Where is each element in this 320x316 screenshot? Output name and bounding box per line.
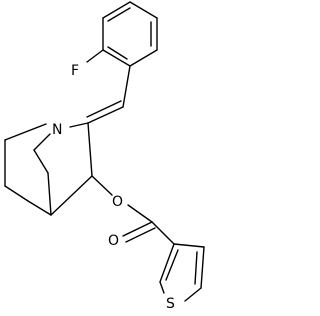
aromatic-inner-bond [194,251,198,285]
c-c-bond [151,221,175,245]
c-f-bond [86,49,104,63]
bond [69,122,89,128]
c-o-bond [91,175,113,196]
bond [86,100,122,118]
fluorine-atom-label: F [71,63,79,79]
bond [27,200,52,216]
bond [87,122,93,177]
bond [129,1,158,19]
o-c-bond [127,204,153,223]
bond [159,281,165,294]
fluorophenyl-ring [102,1,158,67]
bond [184,287,202,302]
structural-formula: F N O O S [4,1,205,312]
sulfur-atom-label: S [166,296,175,312]
carbonyl-oxygen-atom-label: O [108,233,119,249]
benzylidene-double-bond [86,65,131,124]
bond [4,185,29,202]
bond [47,172,52,216]
bond [4,123,47,141]
bond [200,246,205,289]
bond [122,65,131,108]
bond [87,106,124,124]
carbonyl-double-bond [122,221,153,237]
aromatic-inner-bond [107,7,131,22]
quinuclidine-cage [4,122,93,216]
aromatic-inner-bond [165,249,179,281]
bond [102,1,131,19]
carbonyl-double-bond [125,227,156,243]
bond [33,133,51,151]
ester-oxygen-atom-label: O [112,194,123,210]
nitrogen-atom-label: N [52,122,62,138]
bond [33,149,49,174]
aromatic-inner-bond [107,46,128,60]
bond [173,243,205,248]
thiophene-ring [159,243,205,302]
bond [102,49,131,67]
bond [129,49,158,67]
bond [50,175,93,216]
bond [159,243,175,283]
